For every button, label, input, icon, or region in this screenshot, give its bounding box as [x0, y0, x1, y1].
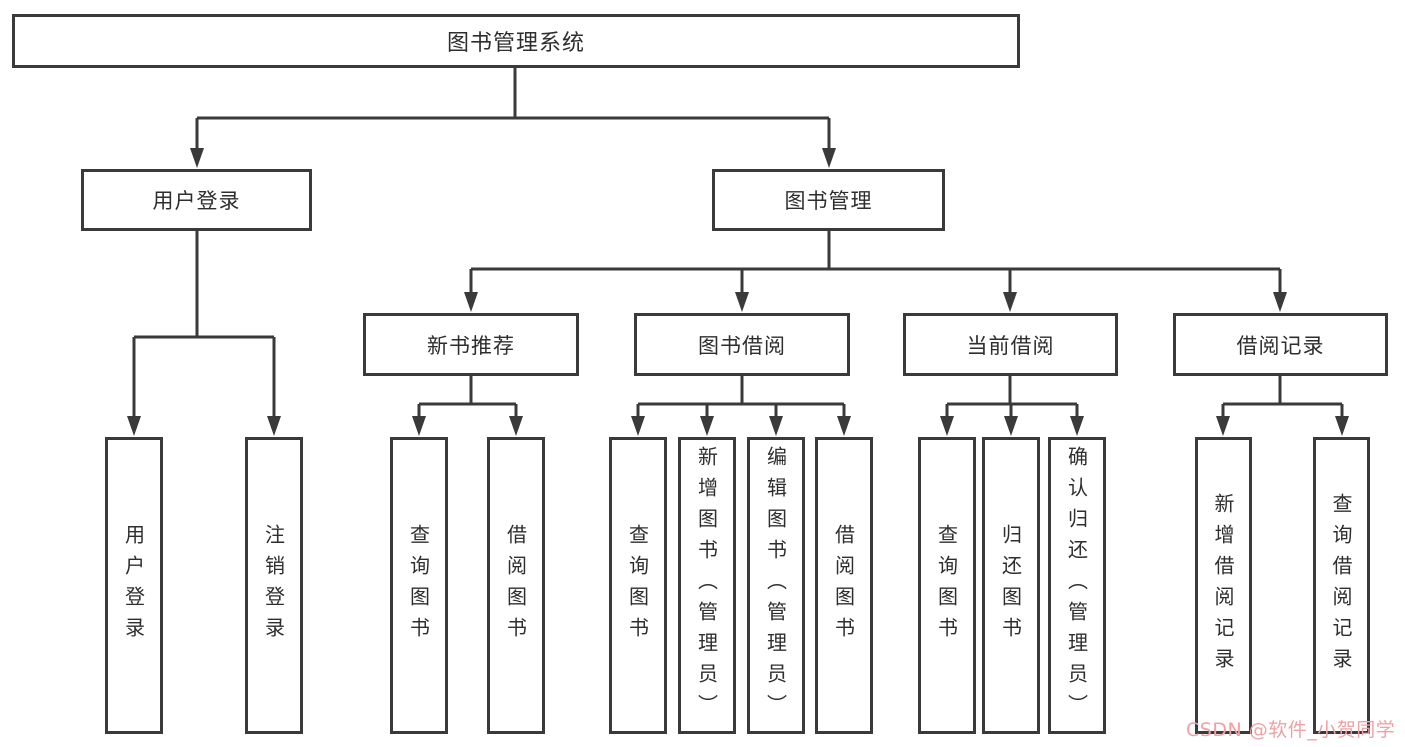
node-current-borrowing: 当前借阅: [903, 313, 1118, 376]
leaf-add-books-admin: 新增图书（管理员）: [678, 437, 736, 734]
node-book-borrowing-label: 图书借阅: [698, 333, 786, 358]
node-library-management-system-label: 图书管理系统: [446, 31, 585, 56]
leaf-borrow-books-recommend: 借阅图书: [487, 437, 545, 734]
leaf-query-books-recommend-label: 查询图书: [406, 523, 431, 648]
leaf-confirm-return-admin-label: 确认归还（管理员）: [1064, 446, 1089, 725]
leaf-query-books-borrowing-label: 查询图书: [625, 523, 650, 648]
leaf-user-login-label: 用户登录: [121, 523, 146, 648]
leaf-logout-label: 注销登录: [261, 523, 286, 648]
leaf-query-books-current-label: 查询图书: [934, 523, 959, 648]
leaf-edit-books-admin: 编辑图书（管理员）: [747, 437, 805, 734]
leaf-query-borrow-record: 查询借阅记录: [1313, 437, 1370, 734]
node-book-borrowing: 图书借阅: [634, 313, 850, 376]
leaf-query-books-borrowing: 查询图书: [609, 437, 667, 734]
leaf-confirm-return-admin: 确认归还（管理员）: [1048, 437, 1106, 734]
node-new-book-recommendation: 新书推荐: [363, 313, 579, 376]
leaf-add-borrow-record-label: 新增借阅记录: [1211, 492, 1235, 679]
watermark: CSDN @软件_小贺同学: [1186, 719, 1396, 741]
leaf-query-books-recommend: 查询图书: [390, 437, 448, 734]
node-book-management: 图书管理: [712, 169, 945, 231]
leaf-edit-books-admin-label: 编辑图书（管理员）: [763, 446, 788, 725]
leaf-add-books-admin-label: 新增图书（管理员）: [694, 446, 719, 725]
node-user-login-label: 用户登录: [152, 189, 241, 213]
node-user-login: 用户登录: [81, 169, 312, 231]
leaf-return-books-label: 归还图书: [998, 523, 1023, 648]
node-borrowing-records: 借阅记录: [1173, 313, 1388, 376]
leaf-add-borrow-record: 新增借阅记录: [1195, 437, 1252, 734]
node-book-management-label: 图书管理: [784, 189, 873, 213]
leaf-borrow-books-recommend-label: 借阅图书: [503, 523, 528, 648]
leaf-query-borrow-record-label: 查询借阅记录: [1329, 492, 1353, 679]
leaf-borrow-books-borrowing-label: 借阅图书: [831, 523, 856, 648]
leaf-user-login: 用户登录: [105, 437, 163, 734]
node-new-book-recommendation-label: 新书推荐: [427, 333, 515, 358]
leaf-logout: 注销登录: [245, 437, 303, 734]
node-borrowing-records-label: 借阅记录: [1236, 333, 1325, 358]
leaf-borrow-books-borrowing: 借阅图书: [815, 437, 873, 734]
node-library-management-system: 图书管理系统: [12, 14, 1020, 68]
node-current-borrowing-label: 当前借阅: [966, 333, 1055, 358]
leaf-return-books: 归还图书: [982, 437, 1040, 734]
leaf-query-books-current: 查询图书: [918, 437, 976, 734]
